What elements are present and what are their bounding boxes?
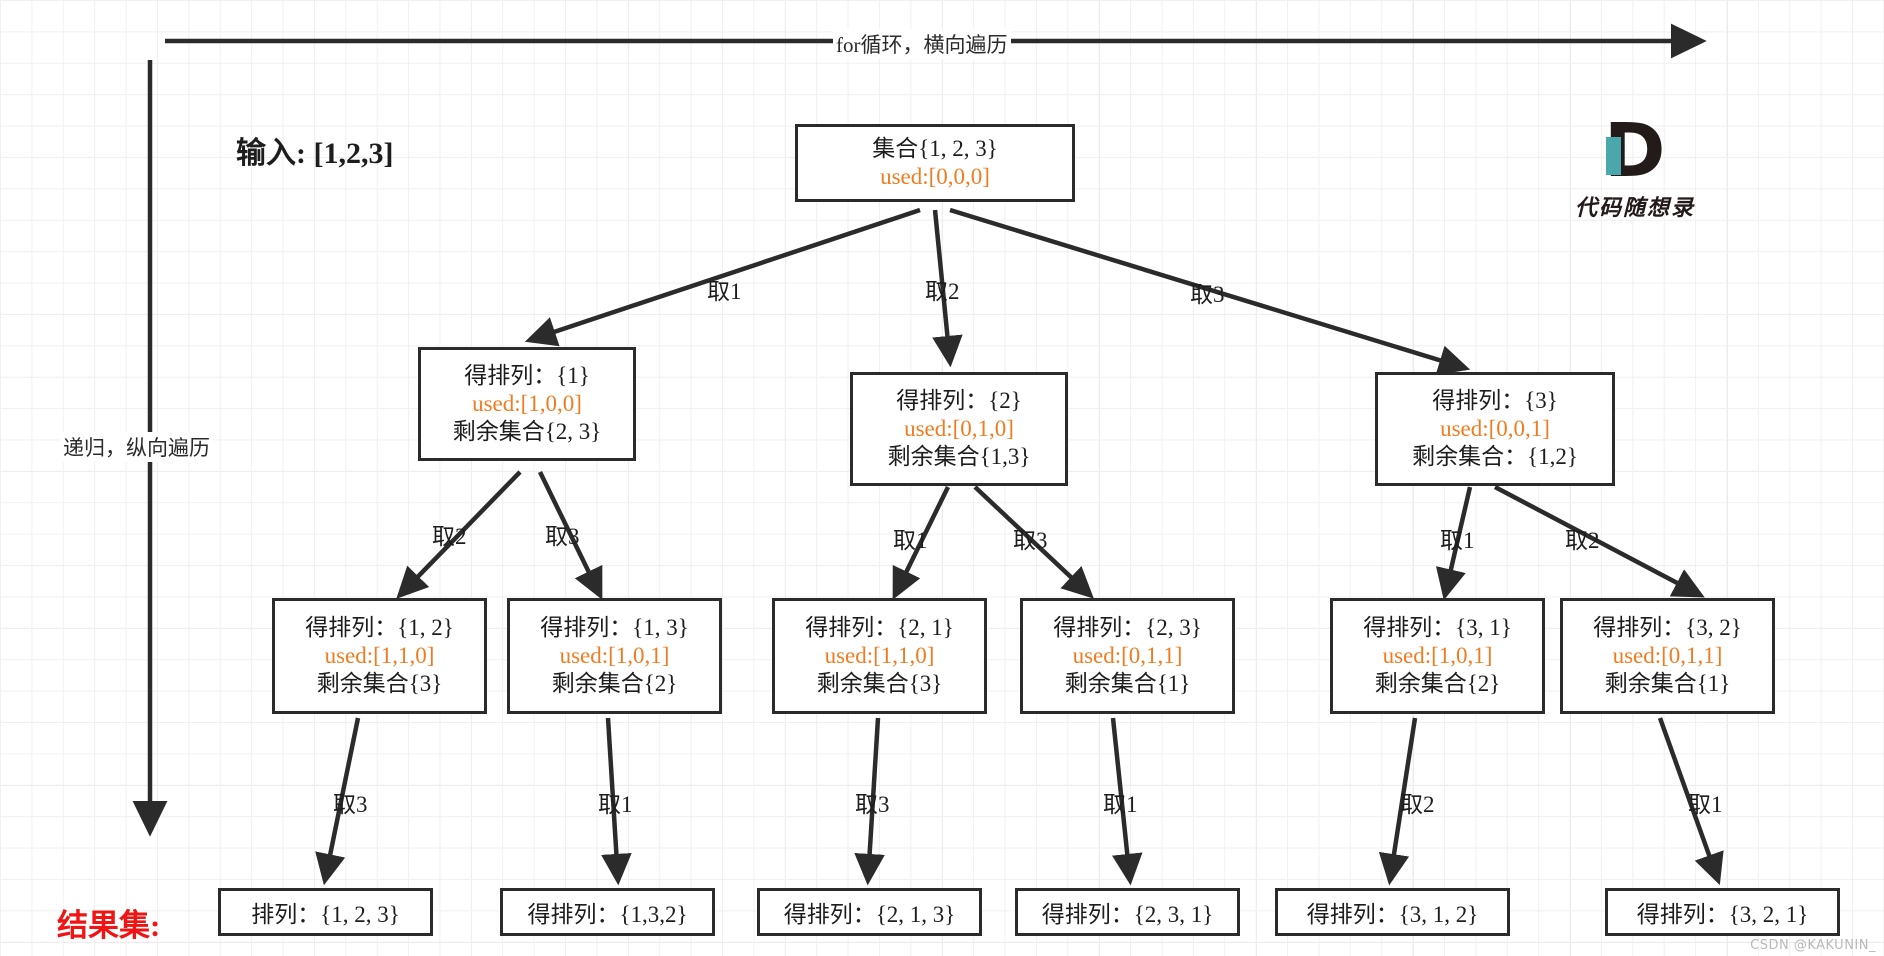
logo-teal-bar (1606, 137, 1621, 175)
node-line1: 得排列：{1, 3} (540, 614, 689, 640)
node-line1: 得排列：{2, 3} (1053, 614, 1202, 640)
node-used: used:[1,0,1] (1382, 642, 1493, 668)
edge-label-res-4: 取1 (1103, 792, 1138, 817)
edge-label-l2-1-a: 取2 (432, 524, 467, 549)
node-line3: 剩余集合{1} (1604, 671, 1731, 697)
node-line1: 集合{1, 2, 3} (872, 135, 998, 161)
node-l3-1[interactable]: 得排列：{1, 2} used:[1,1,0] 剩余集合{3} (272, 598, 487, 714)
node-line1: 得排列：{3} (1432, 387, 1558, 413)
node-used: used:[0,1,1] (1072, 642, 1183, 668)
node-used: used:[0,1,0] (904, 415, 1014, 441)
edge-label-root-3: 取3 (1190, 282, 1225, 307)
node-l2-1[interactable]: 得排列：{1} used:[1,0,0] 剩余集合{2, 3} (418, 347, 636, 461)
edge-label-l2-2-a: 取1 (893, 528, 928, 553)
edge-label-l2-1-b: 取3 (545, 524, 580, 549)
edge-label-l2-3-b: 取2 (1565, 528, 1600, 553)
logo-text: 代码随想录 (1574, 195, 1695, 220)
edge-label-l2-3-a: 取1 (1440, 528, 1475, 553)
node-line3: 剩余集合{2} (1374, 671, 1501, 697)
edge-label-root-2: 取2 (925, 279, 960, 304)
node-line3: 剩余集合{2} (551, 671, 678, 697)
node-line3: 剩余集合：{1,2} (1412, 444, 1578, 470)
edge-label-res-2: 取1 (598, 792, 633, 817)
node-line3: 剩余集合{3} (816, 671, 943, 697)
node-line3: 剩余集合{1,3} (887, 444, 1031, 470)
result-node-5[interactable]: 得排列：{3, 1, 2} (1275, 888, 1510, 936)
node-l3-3[interactable]: 得排列：{2, 1} used:[1,1,0] 剩余集合{3} (772, 598, 987, 714)
result-node-1[interactable]: 排列：{1, 2, 3} (218, 888, 433, 936)
node-line1: 得排列：{2} (896, 387, 1022, 413)
input-label: 输入: [1,2,3] (236, 137, 394, 170)
result-node-2[interactable]: 得排列：{1,3,2} (500, 888, 715, 936)
result-text: 得排列：{2, 3, 1} (1041, 902, 1214, 927)
edge-label-res-1: 取3 (333, 792, 368, 817)
result-text: 排列：{1, 2, 3} (251, 902, 400, 927)
node-line1: 得排列：{3, 2} (1593, 614, 1742, 640)
node-l3-4[interactable]: 得排列：{2, 3} used:[0,1,1] 剩余集合{1} (1020, 598, 1235, 714)
result-node-6[interactable]: 得排列：{3, 2, 1} (1605, 888, 1840, 936)
edge-label-res-3: 取3 (855, 792, 890, 817)
node-line1: 得排列：{1} (464, 362, 590, 388)
node-line1: 得排列：{3, 1} (1363, 614, 1512, 640)
edge-label-res-5: 取2 (1400, 792, 1435, 817)
node-l3-5[interactable]: 得排列：{3, 1} used:[1,0,1] 剩余集合{2} (1330, 598, 1545, 714)
node-l3-6[interactable]: 得排列：{3, 2} used:[0,1,1] 剩余集合{1} (1560, 598, 1775, 714)
result-text: 得排列：{3, 1, 2} (1306, 902, 1479, 927)
result-text: 得排列：{2, 1, 3} (783, 902, 956, 927)
node-used: used:[0,0,1] (1440, 415, 1550, 441)
result-node-4[interactable]: 得排列：{2, 3, 1} (1015, 888, 1240, 936)
vertical-axis-label: 递归，纵向遍历 (60, 432, 213, 462)
node-line3: 剩余集合{2, 3} (452, 419, 602, 445)
edge-label-l2-2-b: 取3 (1013, 528, 1048, 553)
result-node-3[interactable]: 得排列：{2, 1, 3} (757, 888, 982, 936)
node-l3-2[interactable]: 得排列：{1, 3} used:[1,0,1] 剩余集合{2} (507, 598, 722, 714)
node-line1: 得排列：{1, 2} (305, 614, 454, 640)
node-l2-3[interactable]: 得排列：{3} used:[0,0,1] 剩余集合：{1,2} (1375, 372, 1615, 486)
logo: D 代码随想录 (1540, 108, 1730, 222)
result-set-label: 结果集: (57, 908, 161, 943)
logo-d-icon: D (1604, 108, 1665, 194)
result-text: 得排列：{3, 2, 1} (1636, 902, 1809, 927)
result-text: 得排列：{1,3,2} (527, 902, 688, 927)
node-used: used:[1,1,0] (324, 642, 435, 668)
edge-label-res-6: 取1 (1688, 792, 1723, 817)
node-l2-2[interactable]: 得排列：{2} used:[0,1,0] 剩余集合{1,3} (850, 372, 1068, 486)
node-used: used:[1,0,0] (472, 390, 582, 416)
node-used: used:[1,1,0] (824, 642, 935, 668)
watermark: CSDN @KAKUNIN_ (1750, 938, 1876, 953)
node-line3: 剩余集合{1} (1064, 671, 1191, 697)
node-line1: 得排列：{2, 1} (805, 614, 954, 640)
edge-label-root-1: 取1 (707, 279, 742, 304)
node-used: used:[1,0,1] (559, 642, 670, 668)
node-used: used:[0,0,0] (880, 164, 990, 189)
node-root[interactable]: 集合{1, 2, 3} used:[0,0,0] (795, 124, 1075, 202)
node-used: used:[0,1,1] (1612, 642, 1723, 668)
horizontal-axis-label: for循环，横向遍历 (833, 29, 1011, 59)
node-line3: 剩余集合{3} (316, 671, 443, 697)
